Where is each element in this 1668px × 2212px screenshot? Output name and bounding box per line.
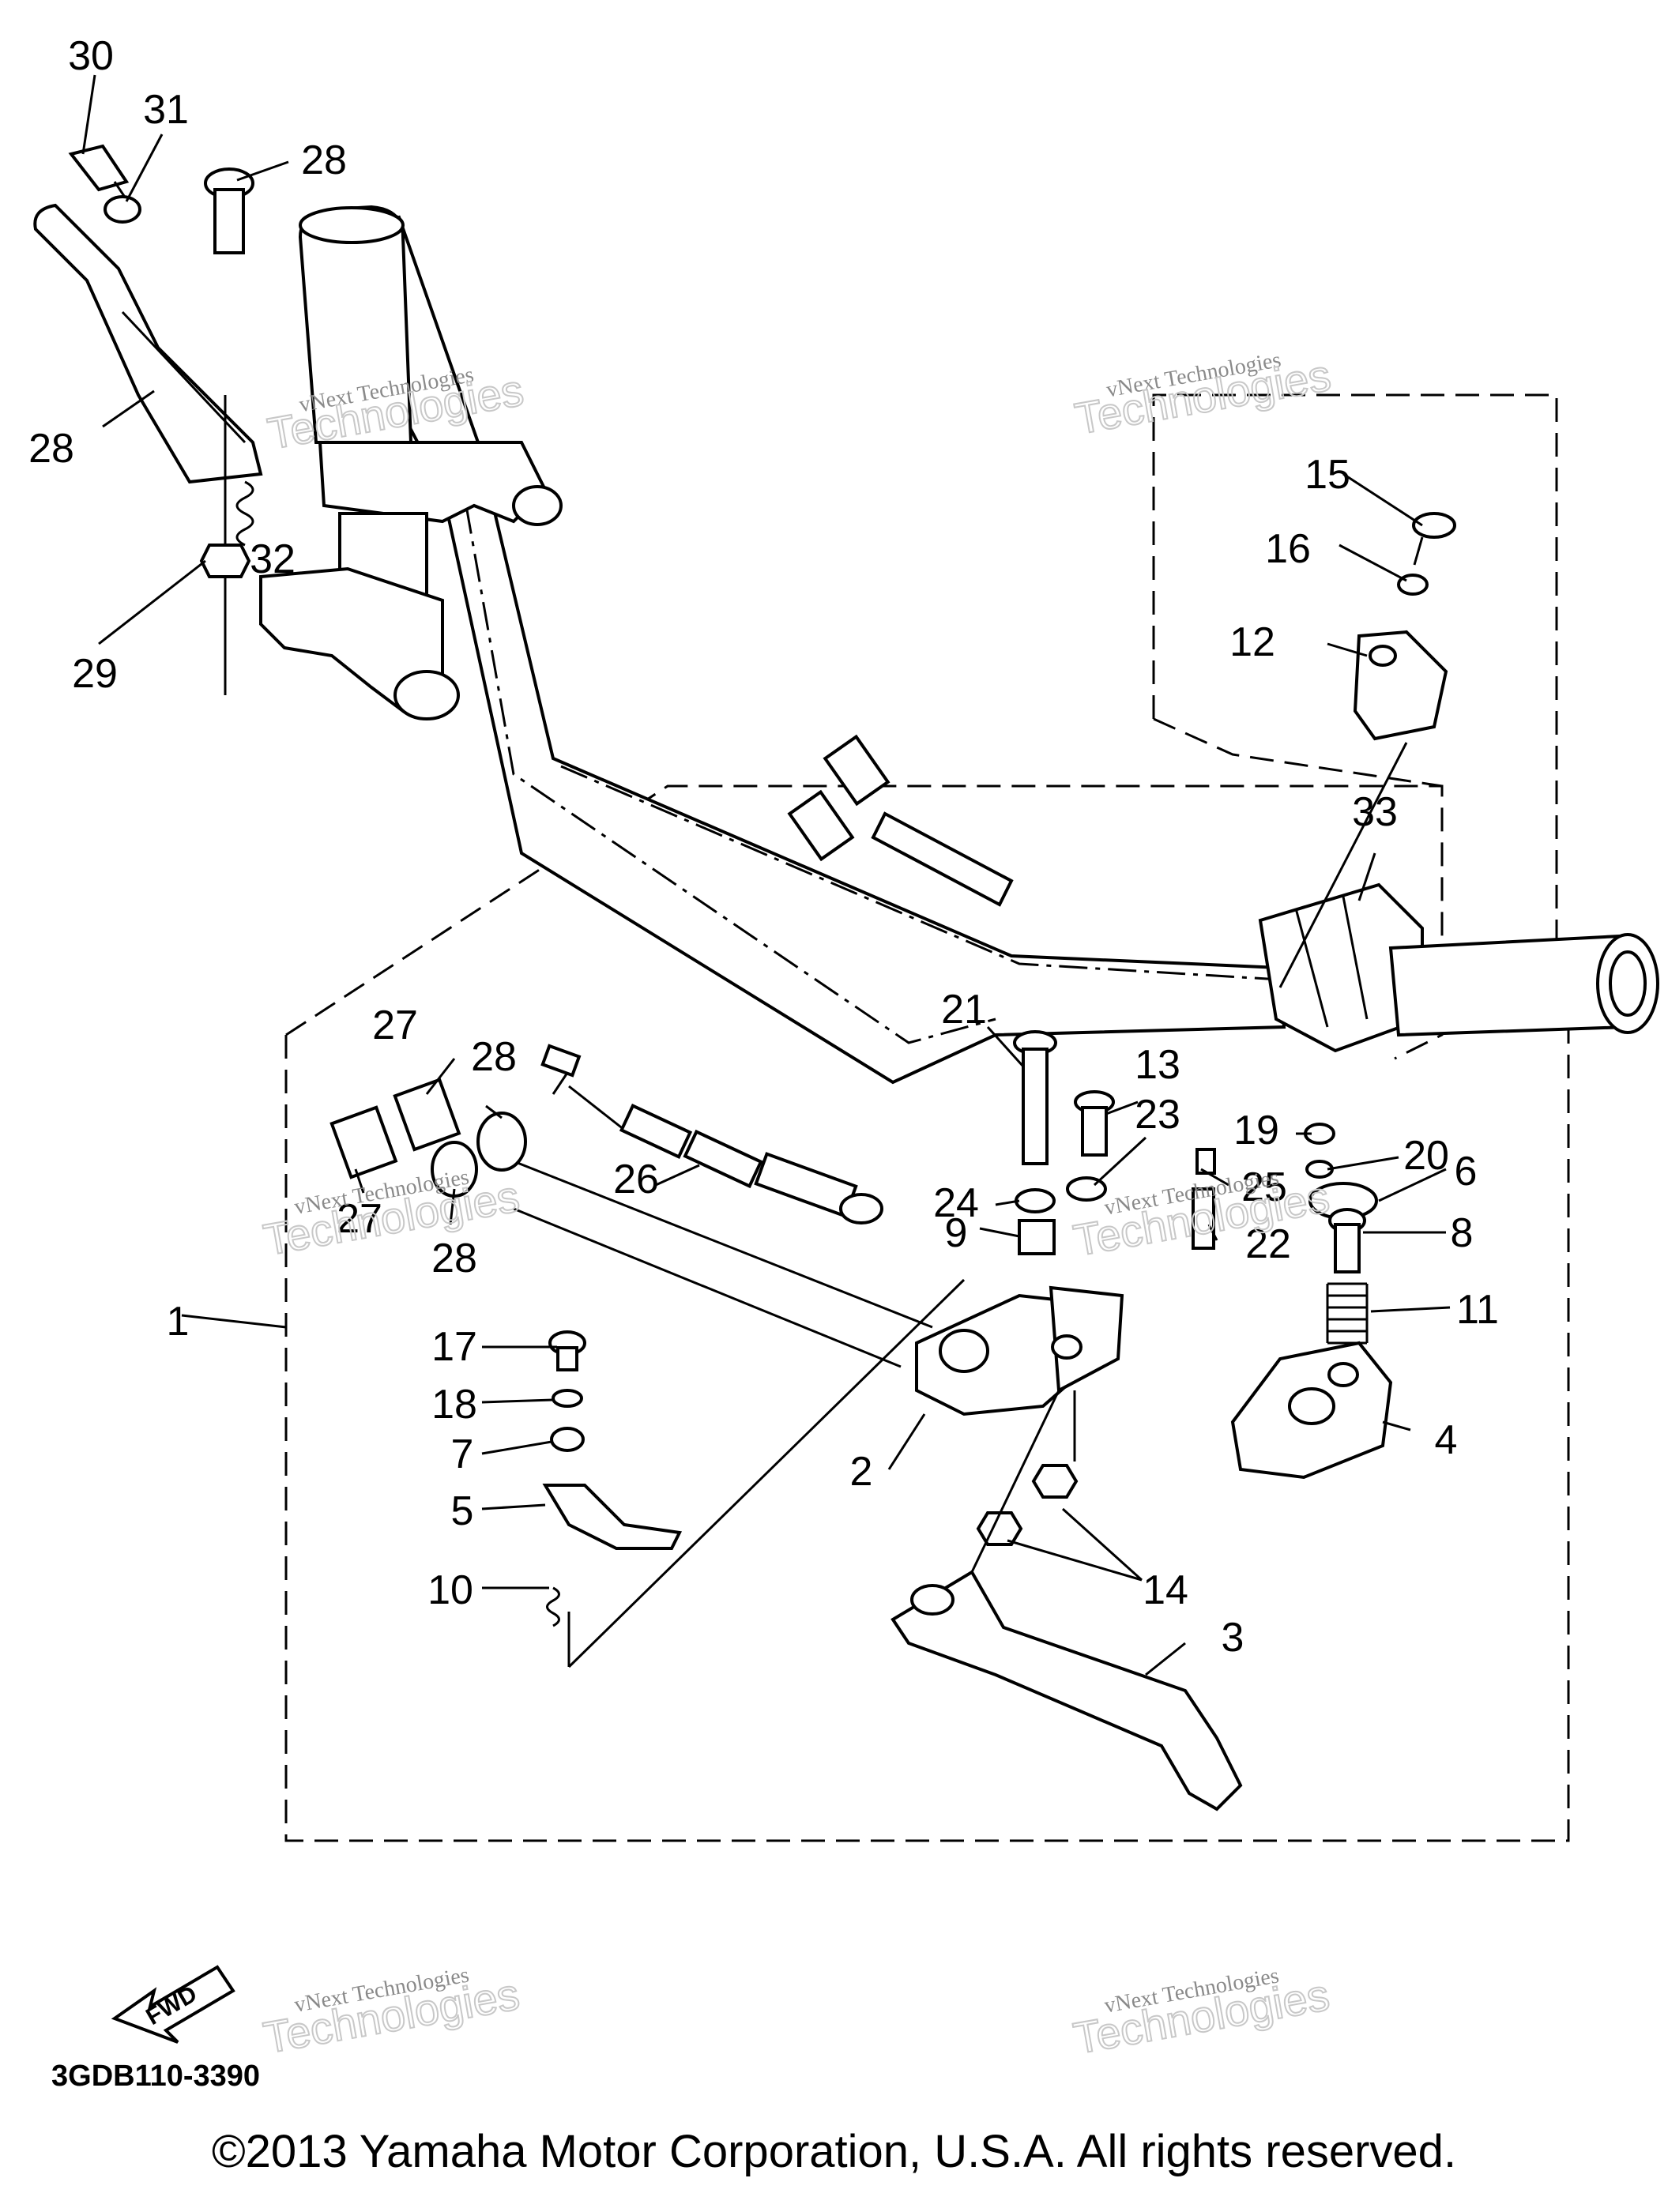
callout-28-top: 28 bbox=[471, 1034, 517, 1080]
callout-11: 11 bbox=[1456, 1287, 1499, 1333]
callout-27-top: 27 bbox=[372, 1003, 418, 1048]
callout-28-bottom: 28 bbox=[431, 1236, 477, 1281]
callout-8: 8 bbox=[1451, 1210, 1474, 1256]
callout-19: 19 bbox=[1233, 1108, 1279, 1153]
assembly-outline-12 bbox=[1152, 393, 1558, 944]
throttle-cable bbox=[513, 1044, 933, 1368]
callout-24: 24 bbox=[933, 1180, 979, 1226]
callout-16: 16 bbox=[1265, 526, 1311, 572]
lever-holder bbox=[915, 1285, 1124, 1416]
callout-31: 29 bbox=[72, 651, 118, 697]
callout-21: 21 bbox=[941, 987, 987, 1033]
callout-18: 18 bbox=[431, 1382, 477, 1428]
callout-4: 4 bbox=[1435, 1417, 1458, 1463]
copyright-notice: ©2013 Yamaha Motor Corporation, U.S.A. A… bbox=[211, 2126, 1457, 2177]
callout-26: 26 bbox=[613, 1157, 659, 1202]
callout-1: 1 bbox=[167, 1299, 190, 1345]
callout-15: 15 bbox=[1305, 452, 1350, 498]
callout-5: 5 bbox=[451, 1488, 474, 1534]
switch-body bbox=[1230, 1341, 1393, 1480]
watermark-3: vNext Technologies Technologies bbox=[259, 1164, 524, 1265]
callout-25: 25 bbox=[1241, 1164, 1287, 1210]
wire-harness bbox=[787, 734, 1014, 907]
callout-10: 10 bbox=[427, 1567, 473, 1613]
left-perch-assembly bbox=[259, 441, 563, 720]
callout-20: 20 bbox=[1403, 1133, 1449, 1179]
callout-2: 2 bbox=[850, 1449, 873, 1495]
callout-9: 9 bbox=[945, 1210, 968, 1256]
callout-13: 13 bbox=[1135, 1042, 1180, 1088]
callout-17: 17 bbox=[431, 1324, 477, 1370]
right-switch-and-grip bbox=[1258, 882, 1659, 1053]
callout-12: 12 bbox=[1229, 619, 1275, 665]
callout-33: 31 bbox=[143, 87, 189, 133]
callout-32: 30 bbox=[68, 33, 114, 79]
callout-30: 28 bbox=[301, 137, 347, 183]
fwd-arrow: FWD bbox=[111, 1965, 235, 2044]
callout-14: 14 bbox=[1143, 1567, 1188, 1613]
adjusters bbox=[329, 1078, 527, 1198]
callout-35: 33 bbox=[1352, 789, 1398, 835]
front-lever bbox=[890, 1570, 1243, 1811]
callout-3: 3 bbox=[1222, 1615, 1244, 1661]
watermark-2: vNext Technologies Technologies bbox=[1071, 348, 1335, 445]
handlebar bbox=[298, 205, 1286, 1085]
callout-6: 6 bbox=[1455, 1149, 1478, 1194]
callout-7: 7 bbox=[451, 1431, 474, 1477]
callout-34: 32 bbox=[250, 536, 296, 582]
callout-23: 23 bbox=[1135, 1092, 1180, 1138]
callout-27-bottom: 27 bbox=[337, 1196, 382, 1242]
diagram-code: 3GDB110-3390 bbox=[51, 2060, 260, 2093]
left-hardware bbox=[68, 144, 254, 695]
leader-lines bbox=[81, 74, 1451, 1676]
watermark-5: vNext Technologies Technologies bbox=[259, 1962, 524, 2063]
callouts: 30 31 28 28 32 29 15 16 12 33 21 13 23 1… bbox=[28, 33, 1499, 1661]
callout-22: 22 bbox=[1245, 1221, 1291, 1267]
callout-29: 28 bbox=[28, 426, 74, 472]
watermark-6: vNext Technologies Technologies bbox=[1069, 1963, 1334, 2063]
